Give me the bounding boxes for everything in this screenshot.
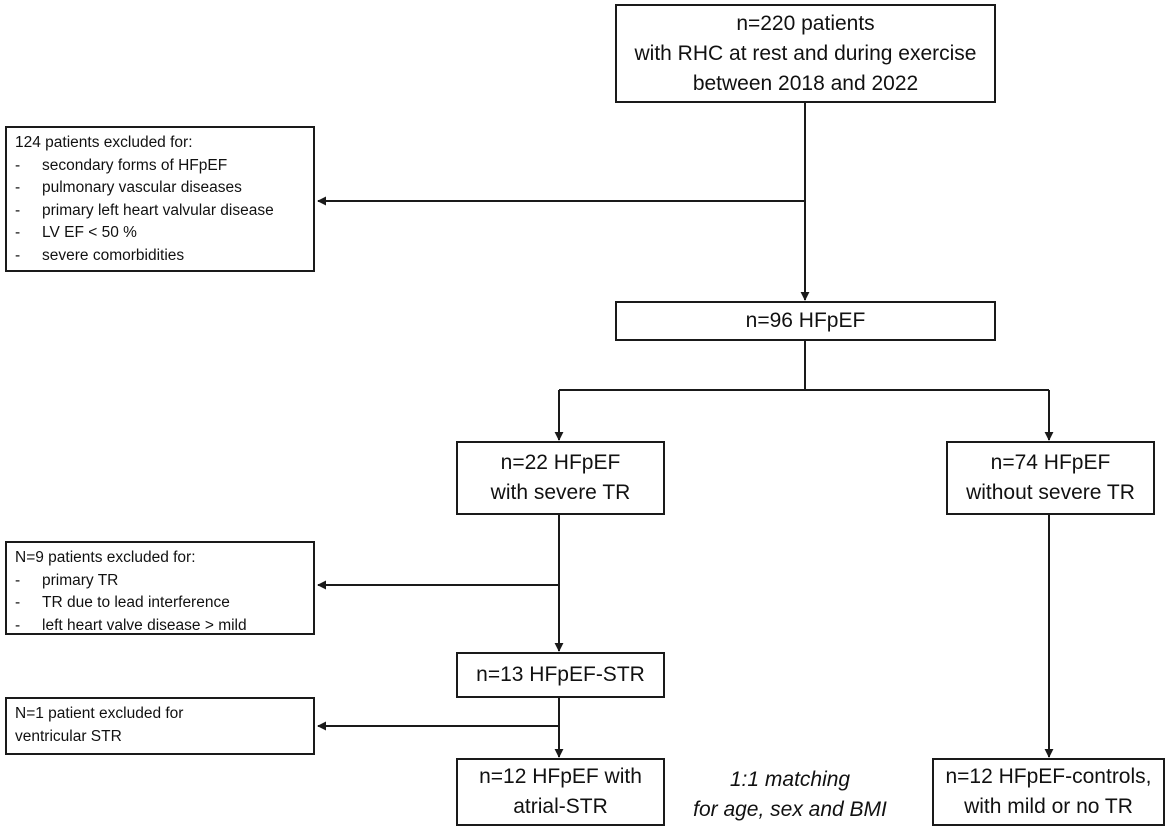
exclusion-2-item: TR due to lead interference — [15, 592, 305, 615]
total-line-3: between 2018 and 2022 — [692, 71, 919, 95]
total-line-2: with RHC at rest and during exercise — [634, 41, 977, 65]
severe-tr-line-2: with severe TR — [490, 481, 631, 504]
box-hfpef-str: n=13 HFpEF-STR — [456, 652, 665, 698]
exclusion-1-item: severe comorbidities — [15, 245, 305, 268]
atrial-str-line-2: atrial-STR — [513, 795, 608, 818]
no-severe-tr-line-1: n=74 HFpEF — [990, 451, 1111, 474]
box-exclusion-124: 124 patients excluded for: secondary for… — [5, 126, 315, 272]
box-hfpef-controls: n=12 HFpEF-controls, with mild or no TR — [932, 758, 1165, 826]
total-line-1: n=220 patients — [736, 11, 875, 35]
exclusion-3-reason: ventricular STR — [15, 727, 122, 745]
matching-note-line-2: for age, sex and BMI — [693, 798, 887, 821]
exclusion-1-item: LV EF < 50 % — [15, 222, 305, 245]
box-severe-tr: n=22 HFpEF with severe TR — [456, 441, 665, 515]
exclusion-2-title: N=9 patients excluded for: — [15, 549, 196, 566]
hfpef-str-label: n=13 HFpEF-STR — [476, 663, 645, 686]
exclusion-1-list: secondary forms of HFpEF pulmonary vascu… — [15, 155, 305, 268]
box-hfpef-96: n=96 HFpEF — [615, 301, 996, 341]
exclusion-2-list: primary TR TR due to lead interference l… — [15, 570, 305, 638]
controls-line-2: with mild or no TR — [964, 795, 1133, 818]
matching-note-line-1: 1:1 matching — [729, 768, 851, 791]
exclusion-1-item: secondary forms of HFpEF — [15, 155, 305, 178]
hfpef-label: n=96 HFpEF — [745, 309, 866, 332]
severe-tr-line-1: n=22 HFpEF — [500, 451, 621, 474]
box-total-patients: n=220 patients with RHC at rest and duri… — [615, 4, 996, 103]
box-exclusion-9: N=9 patients excluded for: primary TR TR… — [5, 541, 315, 638]
box-exclusion-1: N=1 patient excluded for ventricular STR — [5, 697, 315, 755]
no-severe-tr-line-2: without severe TR — [966, 481, 1135, 504]
box-atrial-str: n=12 HFpEF with atrial-STR — [456, 758, 665, 826]
atrial-str-line-1: n=12 HFpEF with — [479, 765, 642, 788]
matching-note: 1:1 matching for age, sex and BMI — [690, 765, 890, 825]
exclusion-1-item: pulmonary vascular diseases — [15, 177, 305, 200]
exclusion-1-title: 124 patients excluded for: — [15, 134, 193, 151]
exclusion-2-item: left heart valve disease > mild — [15, 615, 305, 638]
box-without-severe-tr: n=74 HFpEF without severe TR — [946, 441, 1155, 515]
controls-line-1: n=12 HFpEF-controls, — [945, 765, 1152, 788]
exclusion-3-title: N=1 patient excluded for — [15, 705, 184, 722]
exclusion-1-item: primary left heart valvular disease — [15, 200, 305, 223]
exclusion-2-item: primary TR — [15, 570, 305, 593]
